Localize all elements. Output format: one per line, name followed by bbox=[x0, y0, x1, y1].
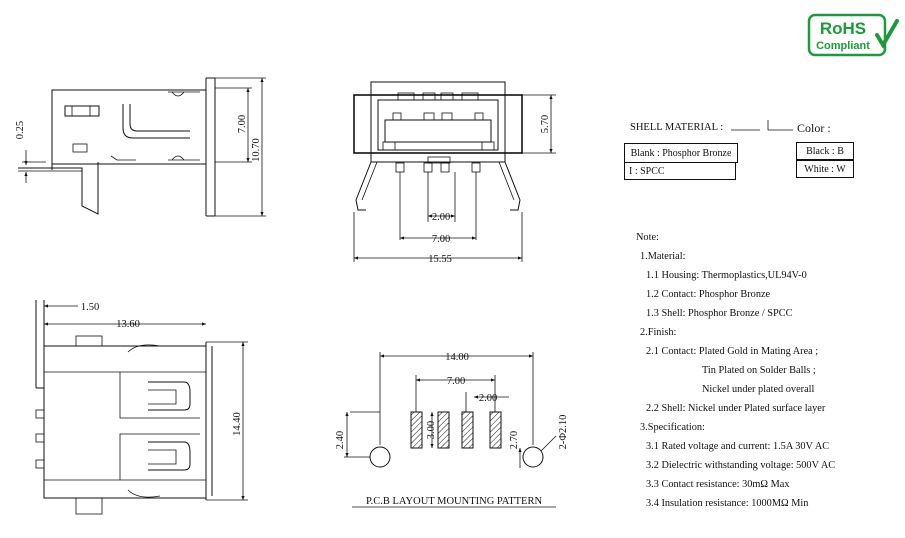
rohs-logo-text: RoHS bbox=[820, 19, 866, 38]
dim-2-00-pcb: 2.00 bbox=[479, 393, 497, 404]
note-heading: Note: bbox=[636, 232, 659, 243]
top-view: 1.50 13.60 14.40 bbox=[35, 300, 248, 515]
dim-15-55: 15.55 bbox=[428, 254, 452, 265]
dim-10-70: 10.70 bbox=[251, 138, 262, 162]
note-finish-tin: Tin Plated on Solder Balls ; bbox=[702, 365, 816, 376]
dim-14-00: 14.00 bbox=[445, 352, 469, 363]
mounting-hole-right bbox=[522, 446, 544, 468]
mounting-hole-left bbox=[369, 446, 391, 468]
dim-2-70: 2.70 bbox=[509, 431, 520, 449]
dim-13-60: 13.60 bbox=[116, 319, 140, 330]
note-shell: 1.3 Shell: Phosphor Bronze / SPCC bbox=[646, 308, 793, 319]
pcb-caption: P.C.B LAYOUT MOUNTING PATTERN bbox=[366, 496, 543, 507]
note-contact: 1.2 Contact: Phosphor Bronze bbox=[646, 289, 771, 300]
color-option-white: White : W bbox=[796, 160, 854, 178]
color-title: Color : bbox=[797, 121, 831, 135]
note-finish-contact: 2.1 Contact: Plated Gold in Mating Area … bbox=[646, 346, 819, 357]
dim-7-00-pcb: 7.00 bbox=[447, 376, 465, 387]
dim-hole-diameter: 2-Φ2.10 bbox=[558, 415, 569, 450]
pad-2 bbox=[437, 411, 450, 449]
shell-option-blank: Blank : Phosphor Bronze bbox=[624, 143, 738, 163]
side-view: 0.25 7.00 10.70 bbox=[15, 77, 266, 217]
pcb-layout: 14.00 7.00 2.00 3.00 2.40 2.70 2-Φ2.10 P… bbox=[335, 352, 569, 508]
note-contact-resistance: 3.3 Contact resistance: 30mΩ Max bbox=[646, 479, 790, 490]
dim-5-70: 5.70 bbox=[540, 115, 551, 133]
note-specification: 3.Specification: bbox=[640, 422, 705, 433]
dim-14-40: 14.40 bbox=[232, 412, 243, 436]
dim-0-25: 0.25 bbox=[15, 121, 26, 139]
note-insulation: 3.4 Insulation resistance: 1000MΩ Min bbox=[646, 498, 809, 509]
note-rated: 3.1 Rated voltage and current: 1.5A 30V … bbox=[646, 441, 830, 452]
front-view: 2.00 7.00 15.55 5.70 bbox=[353, 81, 556, 265]
note-dielectric: 3.2 Dielectric withstanding voltage: 500… bbox=[646, 460, 836, 471]
dim-2-00-pitch: 2.00 bbox=[432, 212, 450, 223]
shell-option-i: I : SPCC bbox=[624, 162, 736, 180]
color-option-black: Black : B bbox=[796, 142, 854, 160]
rohs-logo: RoHS Compliant bbox=[807, 13, 899, 57]
shell-material-title: SHELL MATERIAL : bbox=[630, 122, 724, 133]
pad-3 bbox=[461, 411, 474, 449]
pad-1 bbox=[410, 411, 423, 449]
note-material: 1.Material: bbox=[640, 251, 686, 262]
note-finish: 2.Finish: bbox=[640, 327, 677, 338]
dim-7-00-height: 7.00 bbox=[237, 115, 248, 133]
rohs-logo-subtext: Compliant bbox=[816, 40, 870, 52]
note-finish-nickel: Nickel under plated overall bbox=[702, 384, 815, 395]
dim-2-40: 2.40 bbox=[335, 431, 346, 449]
dim-1-50: 1.50 bbox=[81, 302, 99, 313]
pad-4 bbox=[489, 411, 502, 449]
note-housing: 1.1 Housing: Thermoplastics,UL94V-0 bbox=[646, 270, 807, 281]
check-icon bbox=[875, 19, 899, 49]
dim-3-00: 3.00 bbox=[426, 421, 437, 439]
dim-7-00-span: 7.00 bbox=[432, 234, 450, 245]
note-finish-shell: 2.2 Shell: Nickel under Plated surface l… bbox=[646, 403, 826, 414]
